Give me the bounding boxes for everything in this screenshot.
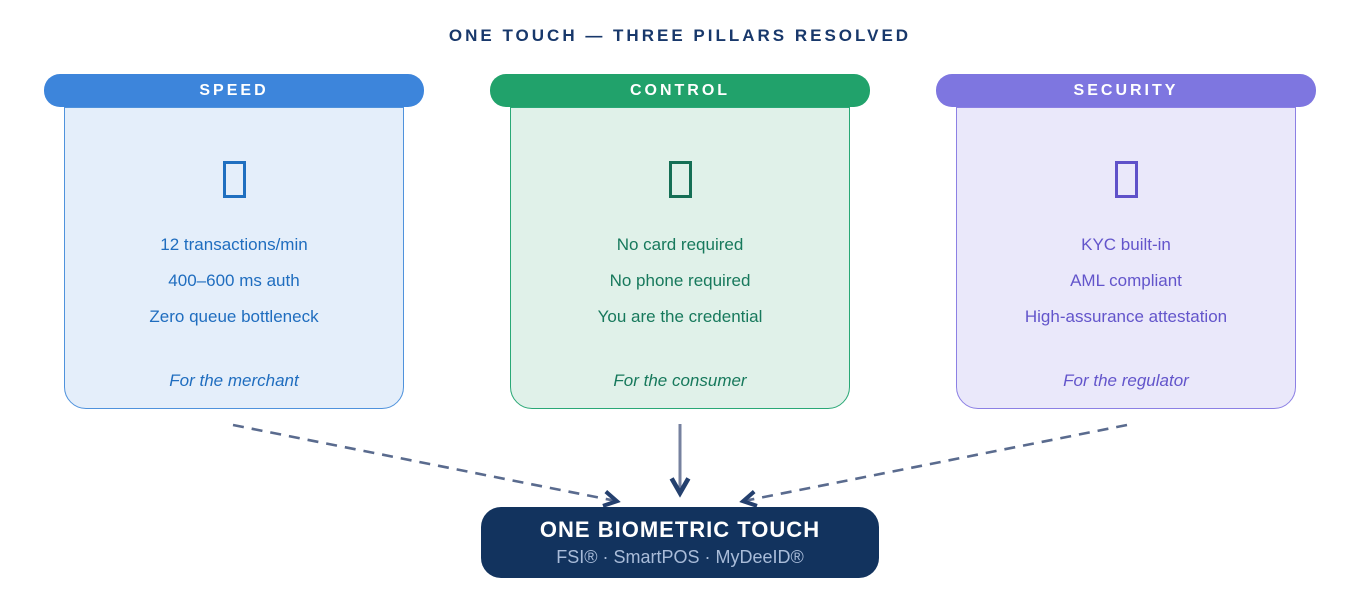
pillar-body-security: KYC built-in AML compliant High-assuranc…: [956, 107, 1296, 409]
card-line: 12 transactions/min: [160, 235, 308, 254]
missing-glyph-icon: [1114, 161, 1138, 198]
card-line: Zero queue bottleneck: [149, 307, 319, 326]
card-lines: KYC built-in AML compliant High-assuranc…: [1025, 227, 1227, 335]
pillar-header-speed: SPEED: [44, 74, 424, 107]
card-line: AML compliant: [1070, 271, 1182, 290]
dashed-arrow-security-to-touch: [744, 423, 1128, 501]
pillar-header-security: SECURITY: [936, 74, 1316, 107]
pillar-card-security: SECURITY KYC built-in AML compliant High…: [936, 74, 1316, 409]
card-lines: No card required No phone required You a…: [598, 227, 763, 335]
biometric-touch-products: FSI® · SmartPOS · MyDeeID®: [556, 547, 804, 567]
card-line: KYC built-in: [1081, 235, 1171, 254]
dashed-arrow-speed-to-touch: [232, 423, 616, 501]
biometric-touch-title: ONE BIOMETRIC TOUCH: [539, 517, 821, 542]
card-line: 400–600 ms auth: [168, 271, 300, 290]
card-line: High-assurance attestation: [1024, 307, 1228, 326]
pillar-body-speed: 12 transactions/min 400–600 ms auth Zero…: [64, 107, 404, 409]
card-line: No card required: [616, 235, 744, 254]
card-line: You are the credential: [597, 307, 763, 326]
card-audience-label: For the consumer: [613, 371, 747, 390]
pillar-card-control: CONTROL No card required No phone requir…: [490, 74, 870, 409]
pillar-card-speed: SPEED 12 transactions/min 400–600 ms aut…: [44, 74, 424, 409]
pillar-body-control: No card required No phone required You a…: [510, 107, 850, 409]
card-audience-label: For the merchant: [169, 371, 299, 390]
missing-glyph-icon: [222, 161, 246, 198]
card-lines: 12 transactions/min 400–600 ms auth Zero…: [149, 227, 318, 335]
card-audience-label: For the regulator: [1063, 371, 1189, 390]
missing-glyph-icon: [668, 161, 692, 198]
pillar-header-control: CONTROL: [490, 74, 870, 107]
one-biometric-touch-box: ONE BIOMETRIC TOUCH FSI® · SmartPOS · My…: [481, 507, 879, 578]
card-line: No phone required: [609, 271, 751, 290]
page-title: ONE TOUCH — THREE PILLARS RESOLVED: [448, 26, 912, 45]
